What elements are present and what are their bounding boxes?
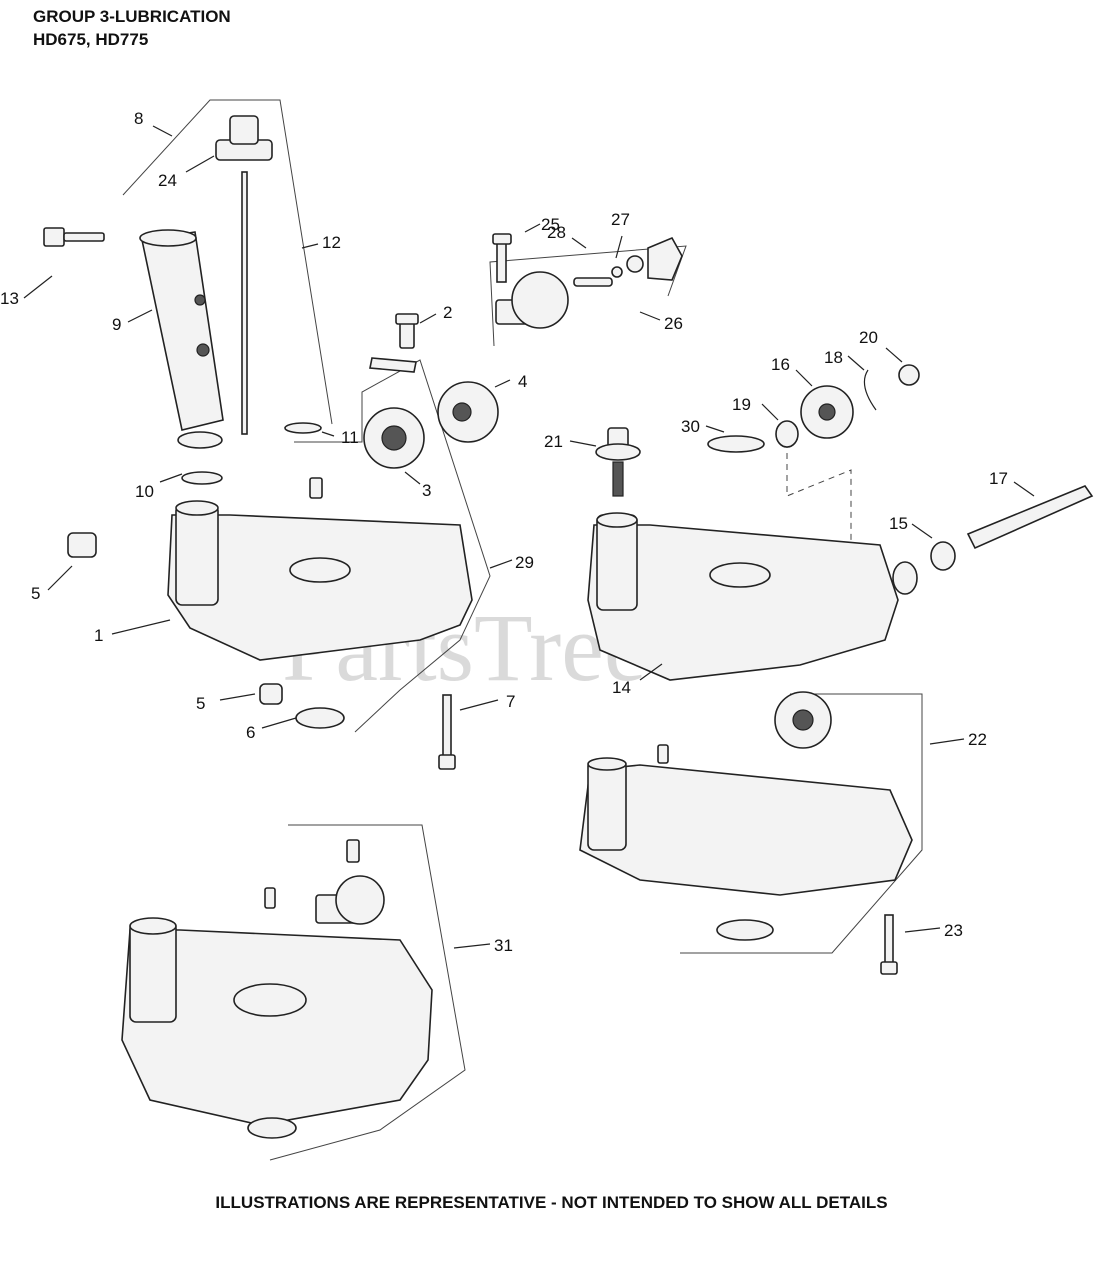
callout-4: 4 (518, 372, 527, 391)
callout-12: 12 (322, 233, 341, 252)
group-bracket-31 (269, 824, 466, 1161)
callout-30: 30 (681, 417, 700, 436)
callout-28: 28 (547, 223, 566, 242)
dowel-part-c (309, 477, 323, 499)
small-o-ring-part (284, 422, 322, 434)
callout-15: 15 (889, 514, 908, 533)
balance-gear-part (800, 385, 854, 439)
callout-1: 1 (94, 626, 103, 645)
group-bracket-26 (489, 245, 687, 347)
callout-10: 10 (135, 482, 154, 501)
callout-13: 13 (0, 289, 19, 308)
crankcase-cover-shaft-part (587, 512, 918, 681)
callout-27: 27 (611, 210, 630, 229)
callout-26: 26 (664, 314, 683, 333)
callout-6: 6 (246, 723, 255, 742)
callout-17: 17 (989, 469, 1008, 488)
governor-drive-gear-part (437, 381, 499, 443)
callout-25: 25 (541, 215, 560, 234)
callout-9: 9 (112, 315, 121, 334)
group-bracket-8 (122, 99, 333, 425)
thrust-washer-part (775, 420, 799, 448)
shaft-seal-part (930, 541, 956, 571)
governor-gear-part (363, 407, 425, 469)
callout-labels: 8 24 12 13 9 10 11 2 4 3 5 1 5 6 7 29 25… (0, 109, 1008, 955)
bolt-and-plate-part (369, 313, 419, 373)
callout-23: 23 (944, 921, 963, 940)
crankcase-cover-assembly-31-part (121, 839, 433, 1139)
callout-8: 8 (134, 109, 143, 128)
flat-washer-part (898, 364, 920, 386)
gasket-ring-part (707, 435, 765, 453)
oil-pump-group-part (492, 233, 683, 329)
output-shaft-part (966, 485, 1094, 550)
long-bolt-part (438, 694, 456, 770)
group-bracket-22 (680, 693, 923, 954)
dowel-part-b (259, 683, 283, 705)
callout-11: 11 (341, 428, 359, 447)
callout-14: 14 (612, 678, 631, 697)
callout-16: 16 (771, 355, 790, 374)
callout-22: 22 (968, 730, 987, 749)
callout-19: 19 (732, 395, 751, 414)
o-ring-part (181, 471, 223, 485)
callout-31: 31 (494, 936, 513, 955)
callout-18: 18 (824, 348, 843, 367)
callout-20: 20 (859, 328, 878, 347)
callout-29: 29 (515, 553, 534, 572)
fill-tube-part (139, 229, 224, 449)
retaining-clip-part (863, 369, 877, 411)
crankcase-cover-part (167, 500, 473, 661)
model-subtitle: HD675, HD775 (33, 30, 149, 49)
dashed-guide-gear (786, 442, 852, 550)
dipstick-part (241, 171, 248, 435)
oil-seal-part (295, 707, 345, 729)
callout-5b: 5 (196, 694, 205, 713)
oil-fill-cap-part (595, 427, 641, 497)
group-bracket-29 (294, 359, 491, 733)
callout-7: 7 (506, 692, 515, 711)
page-title: GROUP 3-LUBRICATION (33, 7, 231, 26)
callout-5a: 5 (31, 584, 40, 603)
leader-lines (23, 125, 1035, 949)
dowel-part-a (67, 532, 97, 558)
dipstick-cap-part (215, 115, 273, 161)
disclaimer-footer: ILLUSTRATIONS ARE REPRESENTATIVE - NOT I… (215, 1193, 888, 1212)
callout-24: 24 (158, 171, 177, 190)
callout-2: 2 (443, 303, 452, 322)
callout-21: 21 (544, 432, 563, 451)
crankcase-cover-assembly-22-part (579, 691, 913, 975)
callout-3: 3 (422, 481, 431, 500)
bolt-part (43, 227, 105, 247)
